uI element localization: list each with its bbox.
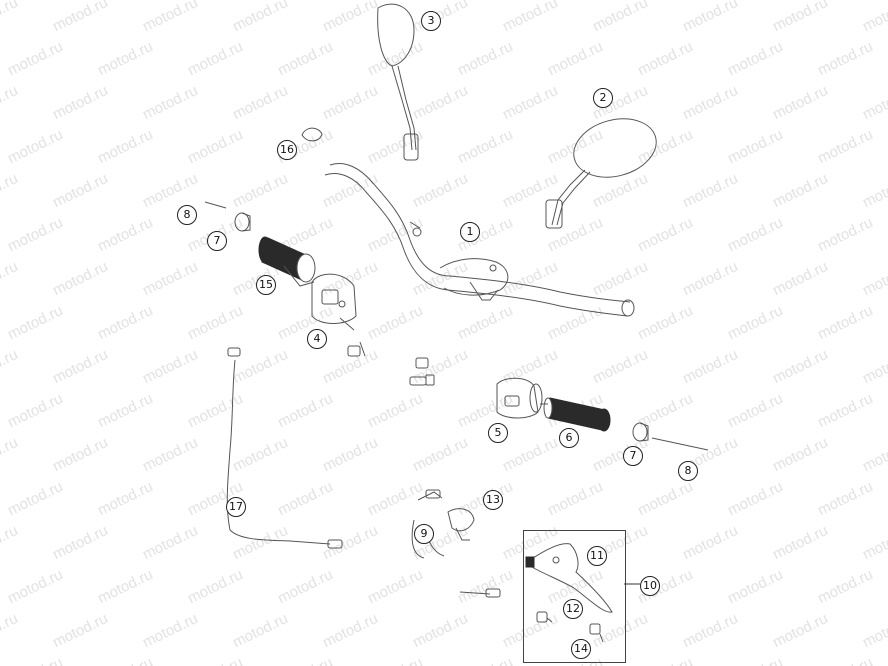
right-switch — [496, 377, 543, 419]
left-mirror — [377, 3, 419, 161]
callout-17: 17 — [226, 497, 246, 517]
callout-3: 3 — [421, 11, 441, 31]
callout-14: 14 — [571, 639, 591, 659]
left-switch — [311, 273, 366, 357]
lever-nut — [589, 623, 604, 643]
clutch-cable — [226, 359, 343, 549]
lever-mount — [411, 489, 445, 559]
callout-6: 6 — [559, 428, 579, 448]
right-mirror — [545, 118, 657, 229]
callout-11: 11 — [587, 546, 607, 566]
callout-7-right: 7 — [623, 446, 643, 466]
lever-screw — [536, 611, 553, 623]
handlebar — [324, 163, 635, 317]
callout-8-left: 8 — [177, 205, 197, 225]
callout-5: 5 — [488, 423, 508, 443]
left-grip — [258, 236, 316, 287]
bar-end-left — [234, 212, 251, 232]
brake-lever — [525, 543, 613, 613]
hose-fitting — [459, 588, 501, 598]
lever-kit-frame — [523, 530, 626, 663]
callout-10: 10 — [640, 576, 660, 596]
small-fittings — [227, 347, 435, 386]
callout-13: 13 — [483, 490, 503, 510]
right-grip — [540, 397, 611, 432]
callout-16: 16 — [277, 140, 297, 160]
callout-8-right: 8 — [678, 461, 698, 481]
callout-1: 1 — [460, 222, 480, 242]
callout-4: 4 — [307, 329, 327, 349]
clip — [301, 127, 323, 142]
callout-7-left: 7 — [207, 231, 227, 251]
cable-holder — [447, 508, 475, 541]
callout-12: 12 — [563, 599, 583, 619]
bar-end-right — [632, 422, 649, 442]
bolt-left — [204, 201, 227, 209]
callout-15: 15 — [256, 275, 276, 295]
callout-9: 9 — [414, 524, 434, 544]
callout-2: 2 — [593, 88, 613, 108]
bolt-right — [651, 437, 709, 451]
